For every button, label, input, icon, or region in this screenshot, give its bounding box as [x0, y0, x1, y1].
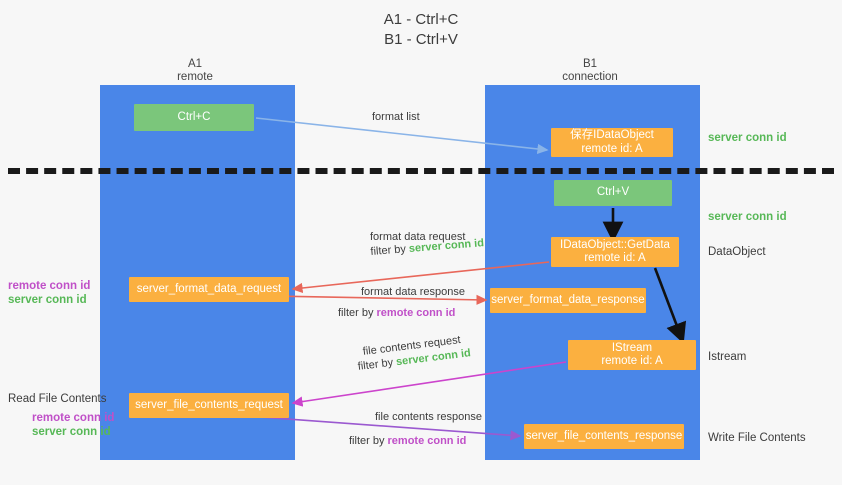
node-server-file-contents-request[interactable]: server_file_contents_request [129, 393, 289, 418]
phase-separator [8, 168, 834, 174]
page-title: A1 - Ctrl+C B1 - Ctrl+V [0, 10, 842, 50]
filter-key-remote-conn-id-2: remote conn id [387, 435, 467, 447]
edge-filter-format-data-response: filter by remote conn id [338, 306, 455, 320]
annotation-server-conn-id-2: server conn id [32, 426, 111, 438]
lane-b1-sub: connection [562, 71, 618, 83]
node-istream-label: IStream [611, 341, 653, 354]
node-save-idataobject[interactable]: 保存IDataObject remote id: A [551, 128, 673, 157]
annotation-remote-conn-id-1: remote conn id [8, 280, 91, 292]
annotation-read-file-contents: Read File Contents [8, 393, 107, 405]
title-line-2: B1 - Ctrl+V [384, 31, 458, 48]
annotation-istream: Istream [708, 351, 747, 363]
arrow-format-data-request [291, 261, 550, 294]
node-server-file-contents-request-label: server_file_contents_request [135, 398, 283, 411]
filter-key-remote-conn-id-1: remote conn id [376, 307, 456, 319]
node-istream-subtext: remote id: A [601, 355, 663, 367]
title-line-1: A1 - Ctrl+C [383, 11, 459, 28]
annotation-server-conn-id-top: server conn id [708, 132, 787, 144]
arrow-file-contents-request [291, 361, 567, 407]
node-server-format-data-response-label: server_format_data_response [491, 293, 645, 306]
node-save-idataobject-label: 保存IDataObject [570, 129, 654, 141]
edge-label-format-data-request: format data request [370, 231, 466, 243]
lane-a1-name: A1 [187, 58, 203, 70]
node-ctrl-v-label: Ctrl+V [596, 186, 630, 199]
annotation-dataobject: DataObject [708, 246, 766, 258]
lane-header-b1: B1 connection [520, 58, 660, 84]
arrow-format-list [255, 117, 549, 155]
node-server-format-data-request[interactable]: server_format_data_request [129, 277, 289, 302]
node-server-format-data-response[interactable]: server_format_data_response [490, 288, 646, 313]
node-idataobject-getdata[interactable]: IDataObject::GetData remote id: A [551, 237, 679, 267]
annotation-conn-id-stack-bottom: remote conn id server conn id [32, 411, 114, 439]
annotation-server-conn-id-second: server conn id [708, 211, 787, 223]
node-idataobject-getdata-subtext: remote id: A [584, 252, 646, 264]
node-ctrl-c-label: Ctrl+C [177, 110, 211, 123]
lane-header-a1: A1 remote [130, 58, 260, 84]
node-istream[interactable]: IStream remote id: A [568, 340, 696, 370]
node-save-idataobject-subtext: remote id: A [581, 142, 643, 155]
annotation-write-file-contents: Write File Contents [708, 432, 806, 444]
arrow-getdata-to-istream [653, 267, 687, 344]
edge-label-format-list: format list [372, 111, 420, 123]
annotation-server-conn-id-1: server conn id [8, 294, 87, 306]
filter-by-text-1: filter by [370, 242, 410, 258]
lane-b1-name: B1 [582, 58, 598, 70]
lane-a1-sub: remote [177, 71, 213, 83]
node-server-file-contents-response-label: server_file_contents_response [525, 429, 683, 442]
edge-label-file-contents-response: file contents response [375, 411, 483, 423]
edge-filter-file-contents-response: filter by remote conn id [349, 434, 466, 448]
node-server-file-contents-response[interactable]: server_file_contents_response [524, 424, 684, 449]
node-ctrl-c[interactable]: Ctrl+C [134, 104, 254, 131]
annotation-conn-id-stack-top: remote conn id server conn id [8, 279, 90, 307]
node-ctrl-v[interactable]: Ctrl+V [554, 180, 672, 206]
node-idataobject-getdata-label: IDataObject::GetData [560, 238, 670, 251]
filter-by-text-4: filter by [349, 435, 388, 447]
node-server-format-data-request-label: server_format_data_request [136, 282, 282, 295]
edge-label-format-data-response: format data response [361, 286, 465, 298]
filter-by-text-2: filter by [338, 307, 377, 319]
annotation-remote-conn-id-2: remote conn id [32, 412, 115, 424]
